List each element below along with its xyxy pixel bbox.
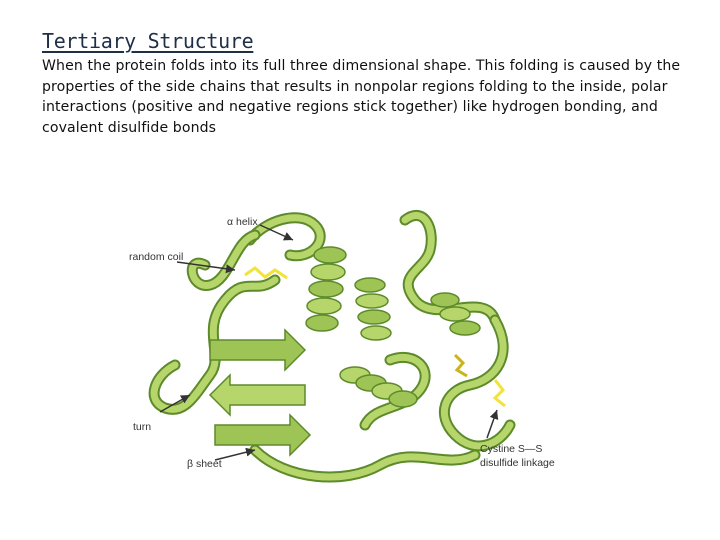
random-coil-label: random coil: [129, 251, 183, 263]
alpha-helix-central: [305, 246, 347, 332]
alpha-helix-lower: [339, 366, 418, 408]
turn-arrow: [159, 394, 191, 413]
alpha-helix-label: α helix: [227, 216, 258, 228]
slide-title: Tertiary Structure: [42, 29, 254, 53]
beta-sheet-label: β sheet: [187, 458, 222, 470]
cystine-arrow: [486, 409, 499, 439]
annotation-arrows: [159, 224, 499, 461]
beta-sheet-strands: [208, 328, 312, 457]
disulfide-bonds: [244, 266, 506, 408]
cystine-label: Cystine S—S: [480, 443, 542, 455]
slide-body-text: When the protein folds into its full thr…: [42, 58, 681, 136]
ribbon-backbone: [148, 210, 516, 483]
alpha-helix-arrow: [259, 224, 294, 241]
protein-ribbon-diagram: α helix random coil turn β sheet Cystine…: [129, 210, 555, 483]
disulfide-linkage-label: disulfide linkage: [480, 457, 555, 469]
random-coil-arrow: [176, 261, 236, 274]
beta-sheet-arrow: [214, 447, 256, 461]
alpha-helix-upper-right: [430, 292, 481, 336]
turn-label: turn: [133, 421, 151, 433]
protein-tertiary-structure-figure: α helix random coil turn β sheet Cystine…: [115, 180, 605, 490]
alpha-helix-right: [354, 277, 392, 341]
